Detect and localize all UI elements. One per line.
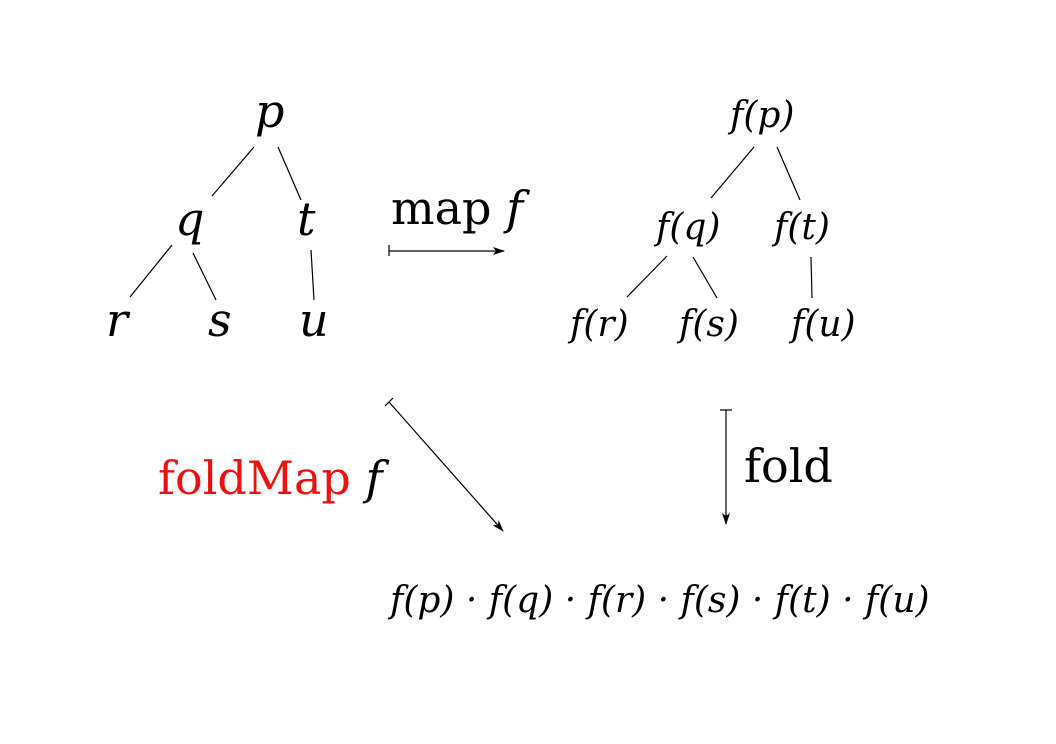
edge-fp-ft [776,146,801,201]
left-tree-node-s: s [208,293,232,347]
left-tree-node-u: u [299,293,329,347]
edge-ft-fu [810,256,813,299]
fold-arrow-label: fold [744,439,833,493]
foldmap-arrow-label: foldMap f [158,455,383,501]
foldmap-var: f [365,451,383,505]
edge-fq-fr [626,255,668,298]
edge-p-t [277,146,302,201]
edge-t-u [310,249,315,301]
right-tree-root: f(p) [730,95,795,136]
right-tree-node-ft: f(t) [774,207,830,248]
edge-q-s [192,252,217,301]
edge-p-q [211,146,255,197]
map-word: map [391,181,492,235]
left-tree-root: p [255,84,285,138]
left-tree-node-r: r [106,293,128,347]
right-tree-node-fr: f(r) [570,304,629,345]
fold-result-formula: f(p) · f(q) · f(r) · f(s) · f(t) · f(u) [390,580,930,621]
left-tree-node-t: t [297,192,316,246]
left-tree-node-q: q [175,192,205,246]
foldmap-arrow [384,397,504,532]
map-arrow [388,245,505,256]
map-arrow-label: map f [391,185,523,231]
right-tree-node-fs: f(s) [679,304,739,345]
right-tree-node-fq: f(q) [656,207,721,248]
right-tree-node-fu: f(u) [791,304,856,345]
map-var: f [506,181,524,235]
edge-fq-fs [692,256,718,299]
fold-arrow [720,409,732,525]
edge-fp-fq [710,146,755,199]
foldmap-word: foldMap [158,451,351,505]
edge-q-r [129,244,173,298]
